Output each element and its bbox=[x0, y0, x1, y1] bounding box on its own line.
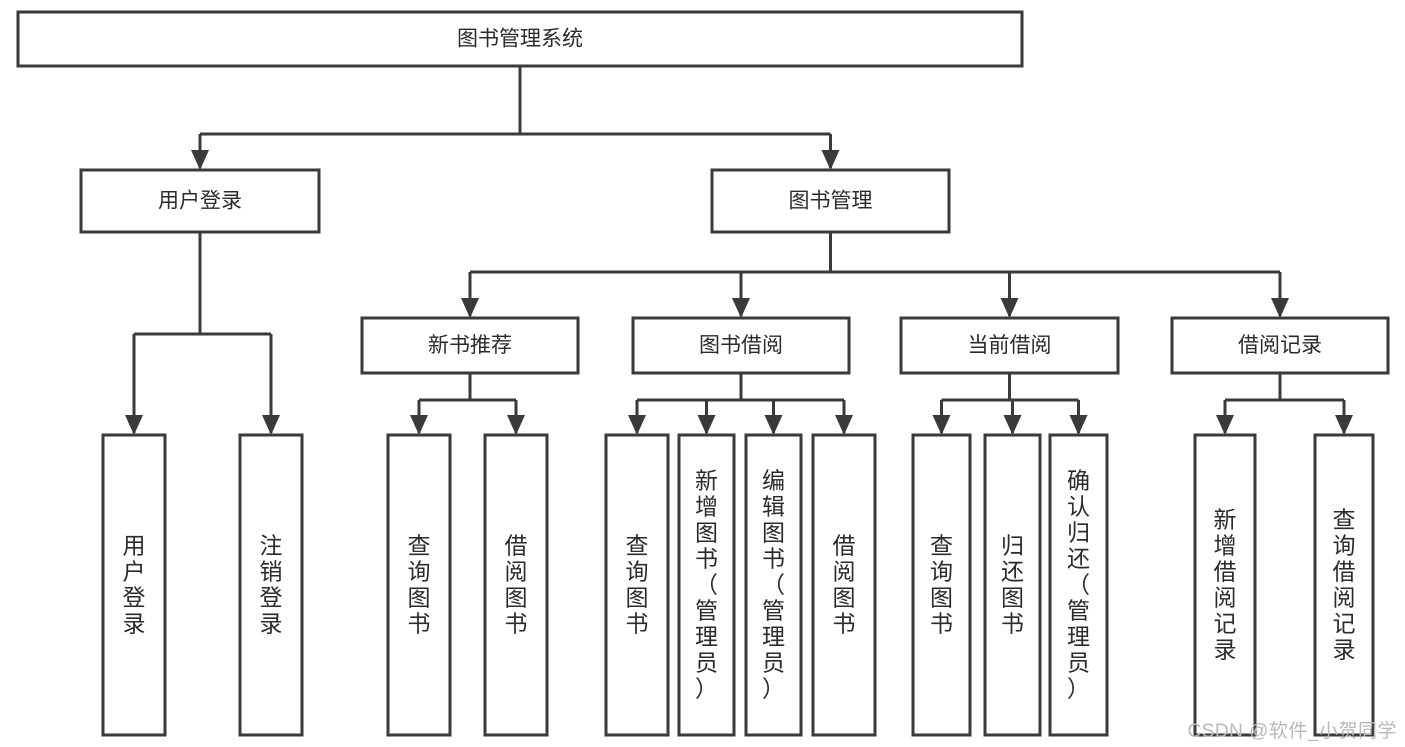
connector-layer bbox=[125, 66, 1353, 435]
node-label: 图书管理 bbox=[789, 190, 873, 213]
arrow-head-icon bbox=[1335, 415, 1353, 435]
node-label: 查询图书 bbox=[626, 532, 649, 636]
node-box bbox=[1313, 433, 1375, 737]
node-label: 确认归还（管理员） bbox=[1067, 467, 1090, 701]
arrow-head-icon bbox=[262, 415, 280, 435]
node-label: 图书借阅 bbox=[699, 334, 783, 357]
node-new-book-rec[interactable]: 新书推荐 bbox=[360, 316, 580, 375]
node-box bbox=[386, 433, 452, 737]
node-leaf-edit-book[interactable]: 编辑图书（管理员） bbox=[744, 433, 803, 737]
node-leaf-borrow-book-2[interactable]: 借阅图书 bbox=[811, 433, 877, 737]
node-box bbox=[360, 316, 580, 375]
node-label: 新增借阅记录 bbox=[1214, 506, 1237, 662]
node-label: 新增图书（管理员） bbox=[695, 467, 718, 701]
node-label: 新书推荐 bbox=[428, 334, 512, 357]
node-label: 注销登录 bbox=[260, 532, 283, 636]
node-root-图书管理系统[interactable]: 图书管理系统 bbox=[16, 10, 1024, 68]
node-label: 归还图书 bbox=[1001, 532, 1024, 636]
node-box bbox=[899, 316, 1120, 375]
node-box bbox=[1170, 316, 1390, 375]
node-box bbox=[1048, 433, 1109, 737]
node-box bbox=[101, 433, 167, 737]
node-label: 查询图书 bbox=[930, 532, 953, 636]
node-box bbox=[631, 316, 851, 375]
node-book-manage[interactable]: 图书管理 bbox=[710, 168, 951, 234]
node-current-borrow[interactable]: 当前借阅 bbox=[899, 316, 1120, 375]
arrow-head-icon bbox=[764, 415, 783, 435]
arrow-head-icon bbox=[1069, 415, 1088, 435]
node-label: 编辑图书（管理员） bbox=[762, 467, 785, 701]
node-leaf-return-book[interactable]: 归还图书 bbox=[983, 433, 1042, 737]
arrow-head-icon bbox=[1271, 298, 1289, 318]
arrow-head-icon bbox=[125, 415, 143, 435]
arrow-head-icon bbox=[507, 415, 525, 435]
arrow-head-icon bbox=[191, 150, 209, 170]
node-label: 借阅记录 bbox=[1238, 334, 1322, 357]
node-label: 查询借阅记录 bbox=[1333, 506, 1356, 662]
node-label: 当前借阅 bbox=[968, 334, 1052, 357]
arrow-head-icon bbox=[410, 415, 428, 435]
node-box bbox=[1193, 433, 1257, 737]
node-label: 借阅图书 bbox=[505, 532, 528, 636]
node-box bbox=[16, 10, 1024, 68]
arrow-head-icon bbox=[835, 415, 853, 435]
arrow-head-icon bbox=[1216, 415, 1234, 435]
node-box bbox=[983, 433, 1042, 737]
node-label: 借阅图书 bbox=[833, 532, 856, 636]
node-user-login[interactable]: 用户登录 bbox=[79, 168, 321, 234]
node-label: 图书管理系统 bbox=[457, 28, 583, 51]
arrow-head-icon bbox=[628, 415, 646, 435]
node-layer: 图书管理系统用户登录图书管理新书推荐图书借阅当前借阅借阅记录用户登录注销登录查询… bbox=[16, 10, 1390, 737]
node-leaf-add-record[interactable]: 新增借阅记录 bbox=[1193, 433, 1257, 737]
arrow-head-icon bbox=[1003, 415, 1022, 435]
node-leaf-confirm-return[interactable]: 确认归还（管理员） bbox=[1048, 433, 1109, 737]
arrow-head-icon bbox=[461, 298, 479, 318]
node-label: 用户登录 bbox=[123, 532, 146, 636]
arrow-head-icon bbox=[732, 298, 750, 318]
node-label: 用户登录 bbox=[158, 190, 242, 213]
node-box bbox=[911, 433, 972, 737]
node-leaf-add-book[interactable]: 新增图书（管理员） bbox=[677, 433, 736, 737]
watermark-text: CSDN @软件_小贺同学 bbox=[1187, 721, 1397, 742]
node-leaf-query-book-3[interactable]: 查询图书 bbox=[911, 433, 972, 737]
node-leaf-borrow-book-1[interactable]: 借阅图书 bbox=[483, 433, 549, 737]
node-leaf-user-login[interactable]: 用户登录 bbox=[101, 433, 167, 737]
arrow-head-icon bbox=[697, 415, 716, 435]
node-box bbox=[483, 433, 549, 737]
node-leaf-query-record[interactable]: 查询借阅记录 bbox=[1313, 433, 1375, 737]
node-leaf-user-logout[interactable]: 注销登录 bbox=[238, 433, 304, 737]
node-box bbox=[79, 168, 321, 234]
node-box bbox=[744, 433, 803, 737]
arrow-head-icon bbox=[932, 415, 951, 435]
node-borrow-record[interactable]: 借阅记录 bbox=[1170, 316, 1390, 375]
node-box bbox=[811, 433, 877, 737]
arrow-head-icon bbox=[821, 150, 840, 170]
node-box bbox=[238, 433, 304, 737]
node-box bbox=[677, 433, 736, 737]
arrow-head-icon bbox=[1000, 298, 1019, 318]
node-leaf-query-book-1[interactable]: 查询图书 bbox=[386, 433, 452, 737]
node-leaf-query-book-2[interactable]: 查询图书 bbox=[604, 433, 670, 737]
node-box bbox=[604, 433, 670, 737]
node-label: 查询图书 bbox=[408, 532, 431, 636]
node-box bbox=[710, 168, 951, 234]
node-book-borrow[interactable]: 图书借阅 bbox=[631, 316, 851, 375]
